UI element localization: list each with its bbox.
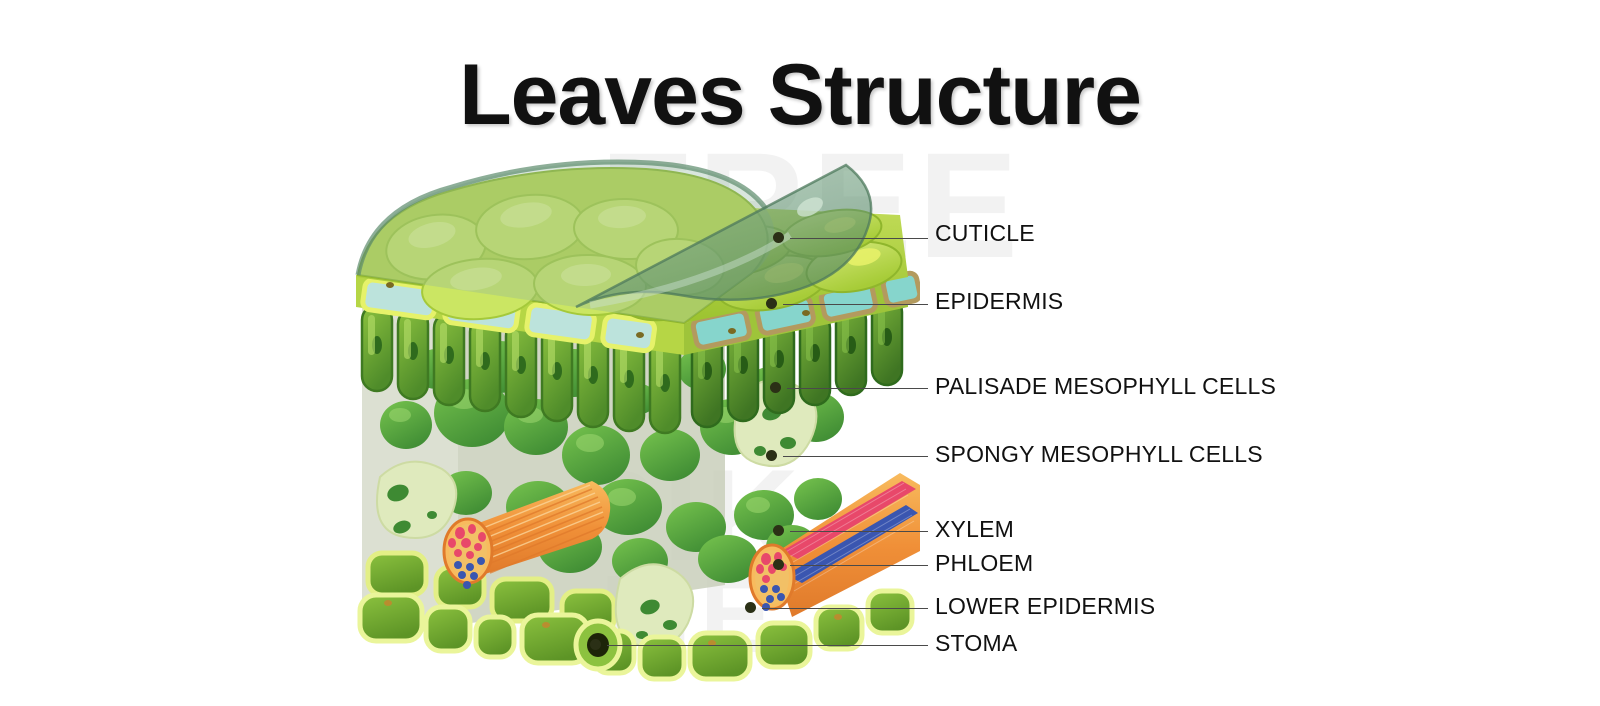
epidermis-nucleus — [728, 310, 810, 334]
leader-line-phloem — [790, 565, 928, 566]
leader-line-spongy — [783, 456, 928, 457]
leader-dot-palisade — [770, 382, 781, 393]
page-title: Leaves Structure — [459, 47, 1142, 143]
leader-line-epidermis — [783, 304, 928, 305]
leader-line-lower-epidermis — [762, 608, 928, 609]
xylem-cells-left — [448, 524, 486, 559]
air-space-pore — [387, 405, 796, 639]
cuticle-flap — [575, 163, 873, 309]
epidermis-side — [684, 270, 920, 355]
leader-dot-phloem — [773, 559, 784, 570]
epidermis-granule — [384, 600, 842, 646]
label-cuticle: CUTICLE — [935, 220, 1035, 246]
leader-dot-cuticle — [773, 232, 784, 243]
phloem-cells-right — [760, 585, 785, 611]
mound-highlight — [408, 202, 646, 291]
label-phloem: PHLOEM — [935, 550, 1034, 576]
label-epidermis: EPIDERMIS — [935, 288, 1064, 314]
vascular-bundle-left — [442, 481, 611, 589]
label-xylem: XYLEM — [935, 516, 1014, 542]
lower-epidermis-back — [365, 550, 617, 636]
leader-dot-epidermis — [766, 298, 777, 309]
leader-line-cuticle — [790, 238, 928, 239]
leader-dot-xylem — [773, 525, 784, 536]
lower-epidermis-front — [357, 588, 915, 682]
label-palisade-mesophyll-cells: PALISADE MESOPHYLL CELLS — [935, 373, 1276, 399]
palisade-mesophyll-front — [360, 303, 682, 435]
leader-dot-lower-epidermis — [745, 602, 756, 613]
label-lower-epidermis: LOWER EPIDERMIS — [935, 593, 1156, 619]
palisade-mesophyll-side — [690, 295, 904, 429]
vascular-bundle-right — [748, 473, 920, 617]
phloem-cells-left — [454, 557, 485, 589]
leader-line-stoma — [607, 645, 928, 646]
label-stoma: STOMA — [935, 630, 1018, 656]
leader-dot-spongy — [766, 450, 777, 461]
leaf-diagram — [340, 155, 920, 685]
leader-dot-stoma — [590, 639, 601, 650]
label-spongy-mesophyll-cells: SPONGY MESOPHYLL CELLS — [935, 441, 1263, 467]
leader-line-palisade — [787, 388, 928, 389]
leader-line-xylem — [790, 531, 928, 532]
